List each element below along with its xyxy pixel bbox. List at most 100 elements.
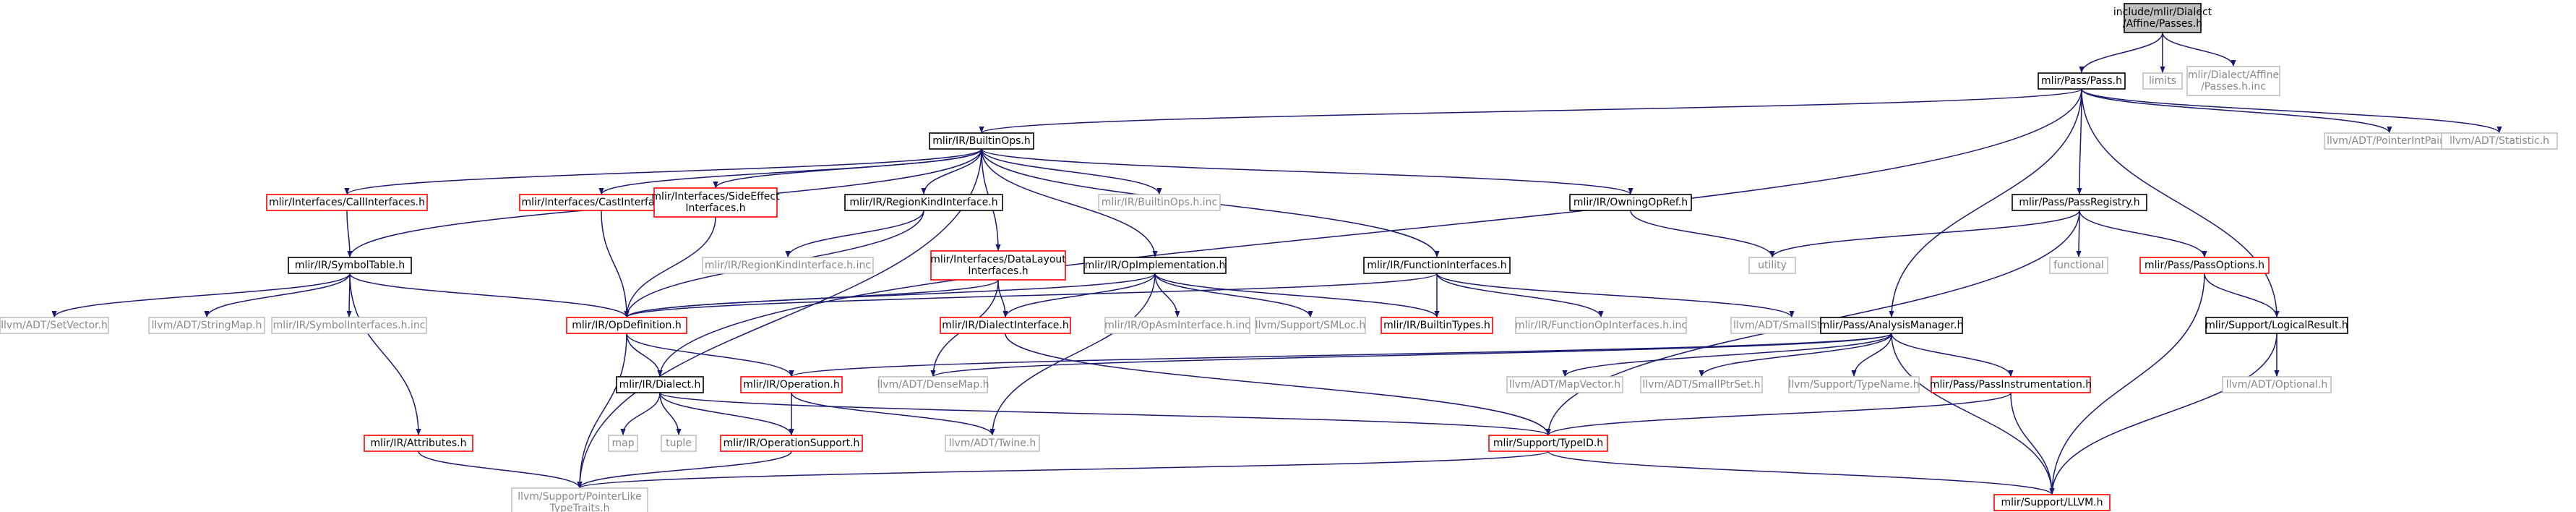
edge-builtinops-to-owningopref [981,148,1633,195]
node-label: mlir/IR/DialectInterface.h [942,320,1068,331]
node-label: utility [1758,260,1787,271]
edge-passregistry-to-utility [1769,210,2080,258]
node-logicalresult[interactable]: mlir/Support/LogicalResult.h [2205,317,2348,334]
node-box [661,435,697,452]
node-box [1083,257,1227,274]
edge-opimpl-to-opasm_inc [1154,273,1180,318]
node-box [720,435,863,452]
node-label: mlir/Interfaces/CastInterfaces.h [521,197,681,208]
node-box [1506,376,1623,393]
node-opsupport[interactable]: mlir/IR/OperationSupport.h [720,435,863,452]
node-label: include/mlir/Dialect [2113,7,2212,18]
node-label: llvm/ADT/Optional.h [2226,379,2328,391]
edge-symboltable-to-opdef [349,273,630,318]
node-passinstr[interactable]: mlir/Pass/PassInstrumentation.h [1930,376,2092,393]
node-opimpl[interactable]: mlir/IR/OpImplementation.h [1083,257,1227,274]
edge-passinstr-to-llvmh [2010,392,2055,495]
node-setvector: llvm/ADT/SetVector.h [0,317,109,334]
node-label: mlir/IR/BuiltinOps.h [932,135,1031,147]
node-twine: llvm/ADT/Twine.h [945,435,1040,452]
node-utility: utility [1748,257,1796,274]
node-label: Interfaces.h [968,265,1028,277]
node-label: mlir/IR/Dialect.h [619,379,701,391]
node-box [1820,317,1963,334]
node-box [2139,257,2270,274]
node-box [608,435,638,452]
edge-builtinops-to-regionkind [921,148,982,195]
edge-opsupport-to-ptrlike [577,451,792,489]
node-label: llvm/Support/PointerLike [518,491,642,503]
node-label: llvm/ADT/Twine.h [949,438,1036,449]
node-builtinops[interactable]: mlir/IR/BuiltinOps.h [929,132,1034,150]
node-label: Interfaces.h [685,202,745,214]
node-passoptions[interactable]: mlir/Pass/PassOptions.h [2139,257,2270,274]
node-label: mlir/IR/BuiltinOps.h.inc [1102,197,1217,208]
node-tuple: tuple [661,435,697,452]
node-symboltable[interactable]: mlir/IR/SymbolTable.h [288,257,412,274]
node-funcif_inc: mlir/IR/FunctionOpInterfaces.h.inc [1515,317,1687,334]
edge-opimpl-to-dialectif [1003,273,1156,318]
node-box [288,257,412,274]
node-pass[interactable]: mlir/Pass/Pass.h [2038,72,2126,90]
node-llvmh[interactable]: mlir/Support/LLVM.h [1993,494,2111,511]
node-box [1488,435,1608,452]
edge-opimpl-to-smloc [1154,273,1313,318]
node-box [2205,317,2348,334]
edge-analysismgr-to-llvmh [1891,333,2055,495]
edge-passoptions-to-logicalresult [2204,273,2280,318]
node-passregistry[interactable]: mlir/Pass/PassRegistry.h [2012,194,2147,211]
edge-operation-to-twine [791,392,995,436]
node-callif[interactable]: mlir/Interfaces/CallInterfaces.h [266,194,428,211]
node-label: TypeTraits.h [549,503,610,512]
node-box [2441,132,2558,150]
edge-funcif-to-smallstring [1436,273,1795,318]
edge-datalayout-to-dialectif [997,279,1008,318]
node-limits: limits [2142,72,2183,90]
node-builtintypes[interactable]: mlir/IR/BuiltinTypes.h [1381,317,1493,334]
node-box [1569,194,1692,211]
node-builtinops_inc: mlir/IR/BuiltinOps.h.inc [1098,194,1221,211]
node-label: mlir/Interfaces/DataLayout [930,254,1066,265]
node-map: map [608,435,638,452]
node-label: mlir/Support/LogicalResult.h [2205,320,2348,331]
node-funcif[interactable]: mlir/IR/FunctionInterfaces.h [1363,257,1511,274]
node-box [266,194,428,211]
edge-root-to-pass [2079,32,2163,74]
edge-analysismgr-to-operation [789,333,1892,377]
node-dialectif[interactable]: mlir/IR/DialectInterface.h [940,317,1071,334]
edge-opimpl-to-opdef [624,273,1156,318]
node-typeid[interactable]: mlir/Support/TypeID.h [1488,435,1608,452]
node-label: llvm/ADT/SmallPtrSet.h [1643,379,1761,391]
node-box [940,317,1071,334]
node-analysismgr[interactable]: mlir/Pass/AnalysisManager.h [1820,317,1964,334]
node-box [1788,376,1920,393]
node-regionkind[interactable]: mlir/IR/RegionKindInterface.h [844,194,1003,211]
node-smloc: llvm/Support/SMLoc.h [1255,317,1366,334]
edge-passinstr-to-typeid [1545,392,2012,436]
edge-dialect-to-opsupport [659,392,794,436]
node-label: limits [2149,75,2176,87]
edge-callif-to-symboltable [346,210,353,258]
node-box [148,317,265,334]
node-label: mlir/IR/RegionKindInterface.h [849,197,997,208]
edge-symboltable-to-attributes [349,273,421,436]
node-operation[interactable]: mlir/IR/Operation.h [740,376,843,393]
node-owningopref[interactable]: mlir/IR/OwningOpRef.h [1569,194,1692,211]
node-label: mlir/Support/TypeID.h [1493,438,1603,449]
node-box [364,435,473,452]
edge-analysismgr-to-densemap [930,333,1892,377]
node-attributes[interactable]: mlir/IR/Attributes.h [364,435,473,452]
node-label: llvm/Support/TypeName.h [1788,379,1919,391]
node-box [1640,376,1763,393]
edge-funcif-to-funcif_inc [1436,273,1604,318]
node-dialect[interactable]: mlir/IR/Dialect.h [616,376,704,393]
edge-pass-to-logicalresult [2081,88,2280,318]
node-label: map [611,438,634,449]
edge-passoptions-to-llvmh [2049,273,2205,495]
node-castif[interactable]: mlir/Interfaces/CastInterfaces.h [519,194,684,211]
node-label: mlir/IR/SymbolInterfaces.h.inc [273,320,426,331]
node-opdef[interactable]: mlir/IR/OpDefinition.h [566,317,687,334]
edge-builtinops-to-callif [344,148,982,195]
